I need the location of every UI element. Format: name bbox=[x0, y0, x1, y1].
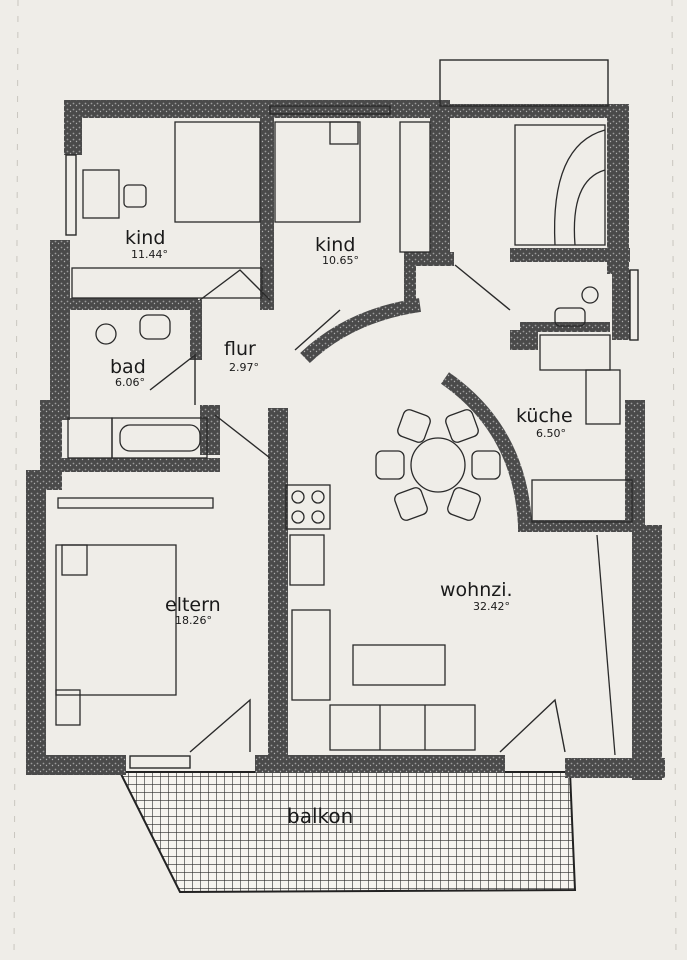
paper-guides bbox=[13, 0, 677, 960]
room-kind-1-area: 11.44° bbox=[131, 248, 168, 261]
room-bad-area: 6.06° bbox=[115, 376, 145, 389]
balcony bbox=[118, 771, 577, 894]
room-wohnzi-name: wohnzi. bbox=[440, 579, 513, 601]
curved-wall-kueche bbox=[440, 372, 532, 526]
room-bad-name: bad bbox=[110, 356, 146, 378]
room-kind-2-name: kind bbox=[315, 234, 355, 256]
room-flur-name: flur bbox=[224, 338, 256, 360]
room-wohnzi-area: 32.42° bbox=[473, 600, 510, 613]
room-bad: bad 6.06° bbox=[110, 356, 146, 389]
outer-walls bbox=[26, 100, 665, 780]
room-eltern: eltern 18.26° bbox=[165, 594, 221, 627]
room-kueche-name: küche bbox=[516, 405, 573, 427]
room-kind-2: kind 10.65° bbox=[315, 234, 359, 267]
inner-walls bbox=[62, 110, 638, 758]
room-eltern-name: eltern bbox=[165, 594, 221, 616]
furniture bbox=[55, 121, 633, 756]
room-flur-area: 2.97° bbox=[229, 361, 259, 374]
room-kueche: küche 6.50° bbox=[516, 405, 573, 440]
curved-wall-flur bbox=[300, 298, 422, 364]
room-balkon-name: balkon bbox=[287, 804, 353, 828]
room-kind-1-name: kind bbox=[125, 227, 165, 249]
room-wohnzi: wohnzi. 32.42° bbox=[440, 579, 513, 613]
room-kind-2-area: 10.65° bbox=[322, 254, 359, 267]
room-kind-1: kind 11.44° bbox=[125, 227, 168, 261]
room-flur: flur 2.97° bbox=[224, 338, 259, 374]
door-swings bbox=[149, 264, 566, 753]
room-eltern-area: 18.26° bbox=[175, 614, 212, 627]
room-kueche-area: 6.50° bbox=[536, 427, 566, 440]
windows bbox=[65, 59, 639, 769]
